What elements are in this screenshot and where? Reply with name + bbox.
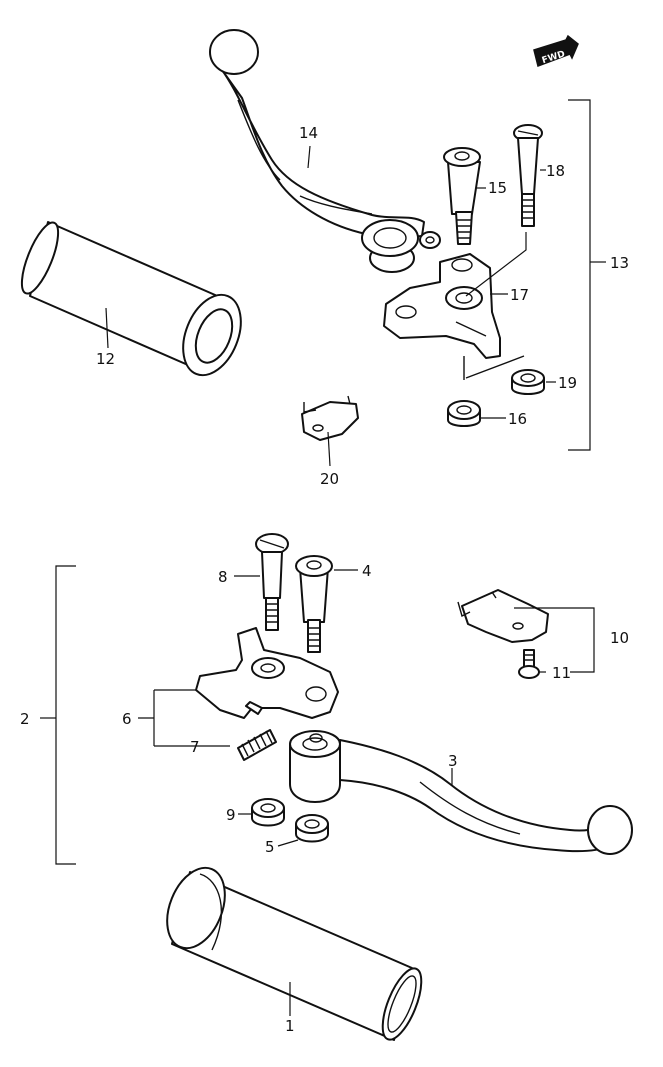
part-16-nut [447, 400, 481, 427]
part-18-bolt [513, 124, 543, 227]
fwd-arrow-badge: FWD [533, 34, 579, 67]
callout-9: 9 [226, 806, 236, 824]
part-10-switch [457, 589, 549, 643]
part-3-clutch-lever [289, 730, 633, 855]
callout-10: 10 [610, 629, 629, 647]
part-4-pivot-bolt [295, 555, 333, 653]
part-14-brake-lever [209, 29, 441, 273]
callout-1: 1 [285, 1017, 295, 1035]
callout-7: 7 [190, 738, 200, 756]
callout-19: 19 [558, 374, 577, 392]
callout-20: 20 [320, 470, 339, 488]
part-12-grip [20, 221, 242, 377]
callout-18: 18 [546, 162, 565, 180]
part-17-bracket [383, 253, 525, 380]
callout-14: 14 [299, 124, 318, 142]
callout-2: 2 [20, 710, 30, 728]
callout-12: 12 [96, 350, 115, 368]
bracket-2 [40, 565, 76, 865]
callout-4: 4 [362, 562, 372, 580]
part-19-nut [511, 369, 545, 395]
callout-11: 11 [552, 664, 571, 682]
part-7-spring [237, 729, 277, 761]
callout-5: 5 [265, 838, 275, 856]
leader-lines [105, 145, 595, 1016]
part-11-screw [518, 649, 540, 679]
callouts: 14 15 18 13 17 19 16 12 20 8 4 10 11 2 6… [20, 124, 629, 1035]
callout-6: 6 [122, 710, 132, 728]
part-15-pivot-bolt [443, 147, 481, 245]
bracket-13 [568, 99, 606, 451]
part-8-bolt [255, 533, 289, 631]
callout-17: 17 [510, 286, 529, 304]
part-20-switch [301, 395, 359, 441]
part-1-grip [166, 866, 423, 1041]
callout-13: 13 [610, 254, 629, 272]
callout-8: 8 [218, 568, 228, 586]
callout-3: 3 [448, 752, 458, 770]
part-9-nut [251, 798, 285, 827]
part-6-bracket [195, 627, 339, 719]
callout-15: 15 [488, 179, 507, 197]
part-5-nut [295, 814, 329, 843]
callout-16: 16 [508, 410, 527, 428]
